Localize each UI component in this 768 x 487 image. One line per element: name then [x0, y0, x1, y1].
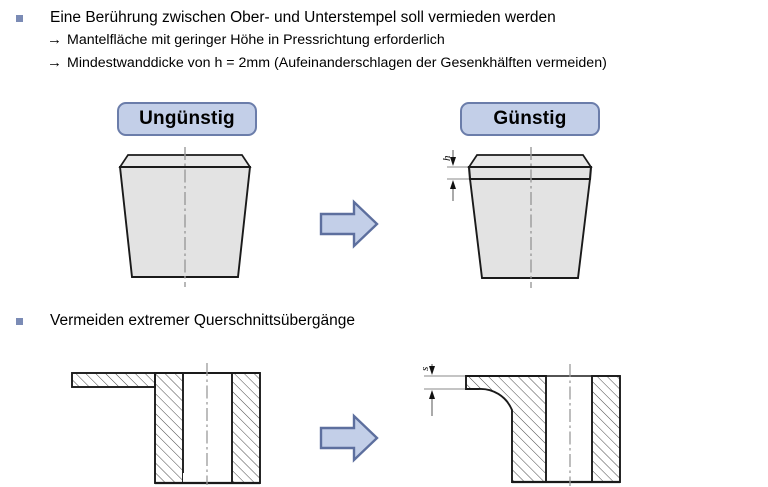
arrow-shape	[319, 413, 379, 463]
dimension-label-h: h	[441, 155, 453, 161]
sub-item-1-2-label: Mindestwanddicke von h = 2mm (Aufeinande…	[67, 55, 607, 71]
part-body	[468, 178, 592, 279]
square-bullet-icon	[16, 15, 23, 22]
wall-right	[591, 375, 621, 483]
bullet-item-1-label: Eine Berührung zwischen Ober- und Unters…	[50, 9, 556, 26]
label-box-gunstig-text: Günstig	[493, 108, 567, 129]
label-box-gunstig: Günstig	[460, 102, 600, 136]
flange-with-fillet	[465, 375, 547, 483]
part-top-cap	[467, 154, 593, 168]
sub-item-1-1-label: Mantelfläche mit geringer Höhe in Pressr…	[67, 32, 445, 48]
bullet-item-2-label: Vermeiden extremer Querschnittsübergänge	[50, 312, 355, 329]
dimension-arrowhead-down	[429, 390, 435, 399]
bullet-item-1: Eine Berührung zwischen Ober- und Unters…	[16, 8, 556, 27]
wall-left	[154, 372, 184, 484]
drawing-sharp-transition-section	[62, 360, 292, 485]
transition-arrow-top	[318, 198, 380, 250]
dimension-arrowhead-up	[429, 366, 435, 375]
bullet-item-2: Vermeiden extremer Querschnittsübergänge	[16, 311, 355, 330]
dimension-label-s: s	[419, 367, 431, 371]
arrow-shape	[319, 199, 379, 249]
drawing-unfavorable-forging	[110, 145, 290, 290]
transition-arrow-bottom	[318, 412, 380, 464]
drawing-filleted-transition-section: s	[419, 358, 660, 486]
dimension-arrowhead-down	[450, 180, 456, 189]
label-box-ungunstig-text: Ungünstig	[139, 108, 235, 129]
label-box-ungunstig: Ungünstig	[117, 102, 257, 136]
flange-arm-left	[71, 372, 156, 388]
wall-right	[231, 372, 261, 484]
sub-item-1-2: → Mindestwanddicke von h = 2mm (Aufeinan…	[47, 54, 607, 72]
sub-item-1-1: → Mantelfläche mit geringer Höhe in Pres…	[47, 31, 445, 49]
drawing-favorable-forging: h	[441, 145, 630, 290]
dimension-arrowhead-up	[450, 157, 456, 166]
right-arrow-icon: →	[47, 31, 62, 48]
square-bullet-icon	[16, 318, 23, 325]
right-arrow-icon: →	[47, 54, 62, 71]
part-h-band	[467, 165, 593, 181]
